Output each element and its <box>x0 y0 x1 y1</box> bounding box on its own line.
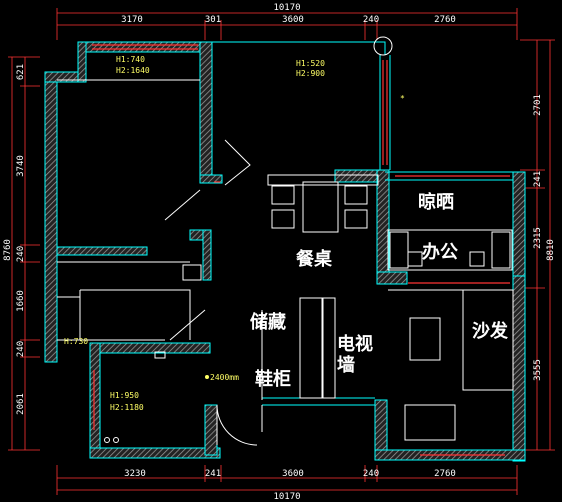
left-outer-wall <box>44 71 58 363</box>
top-dim-5: 2760 <box>434 15 456 25</box>
window1-h1-note: H1:740 <box>116 55 145 64</box>
balcony-mark: * <box>400 94 405 103</box>
room-tv-wall-line1: 电视 <box>337 333 373 355</box>
room-sofa: 沙发 <box>472 320 509 342</box>
bottom-dimensions <box>56 465 518 495</box>
left-dim-2: 3740 <box>16 155 26 177</box>
windows <box>92 44 510 456</box>
left-dim-6: 2061 <box>16 393 26 415</box>
bottom-dim-5: 2760 <box>434 469 456 479</box>
bath-window-h2-note: H2:1180 <box>110 403 144 412</box>
right-dim-3: 2315 <box>533 227 543 249</box>
left-dim-1: 621 <box>16 64 26 80</box>
top-dim-2: 301 <box>205 15 221 25</box>
door-height-note: 2400mm <box>210 373 239 382</box>
right-dim-1: 2701 <box>533 94 543 116</box>
room-tv-wall-line2: 墙 <box>337 354 355 376</box>
room-office: 办公 <box>422 241 458 263</box>
room-shoe-cabinet: 鞋柜 <box>255 368 291 390</box>
furniture <box>57 79 514 446</box>
window2-h1-note: H1:520 <box>296 59 325 68</box>
bottom-dim-1: 3230 <box>124 469 146 479</box>
bottom-total-dim: 10170 <box>273 492 300 502</box>
window2-h2-note: H2:900 <box>296 69 325 78</box>
top-total-dim: 10170 <box>273 3 300 13</box>
left-dim-5: 240 <box>16 341 26 357</box>
top-dim-4: 240 <box>363 15 379 25</box>
left-dim-4: 1660 <box>16 290 26 312</box>
walls <box>44 41 526 462</box>
top-dim-3: 3600 <box>282 15 304 25</box>
bath-window-note: H:730 <box>64 337 88 346</box>
bath-window-h1-note: H1:950 <box>110 391 139 400</box>
right-total-dim: 8810 <box>546 239 556 261</box>
left-dimensions <box>8 56 40 451</box>
room-dining-table: 餐桌 <box>295 248 333 270</box>
right-dim-2: 241 <box>533 171 543 187</box>
bottom-dim-3: 3600 <box>282 469 304 479</box>
column-circle <box>373 36 393 56</box>
door-height-marker <box>205 375 209 379</box>
window1-h2-note: H2:1640 <box>116 66 150 75</box>
room-drying: 晾晒 <box>418 191 454 213</box>
left-total-dim: 8760 <box>3 239 13 261</box>
bottom-dim-2: 241 <box>205 469 221 479</box>
bottom-dim-4: 240 <box>363 469 379 479</box>
room-storage: 储藏 <box>249 311 286 333</box>
top-dim-1: 3170 <box>121 15 143 25</box>
top-dimensions <box>56 8 518 40</box>
right-dim-4: 3555 <box>533 359 543 381</box>
left-dim-3: 240 <box>16 246 26 262</box>
